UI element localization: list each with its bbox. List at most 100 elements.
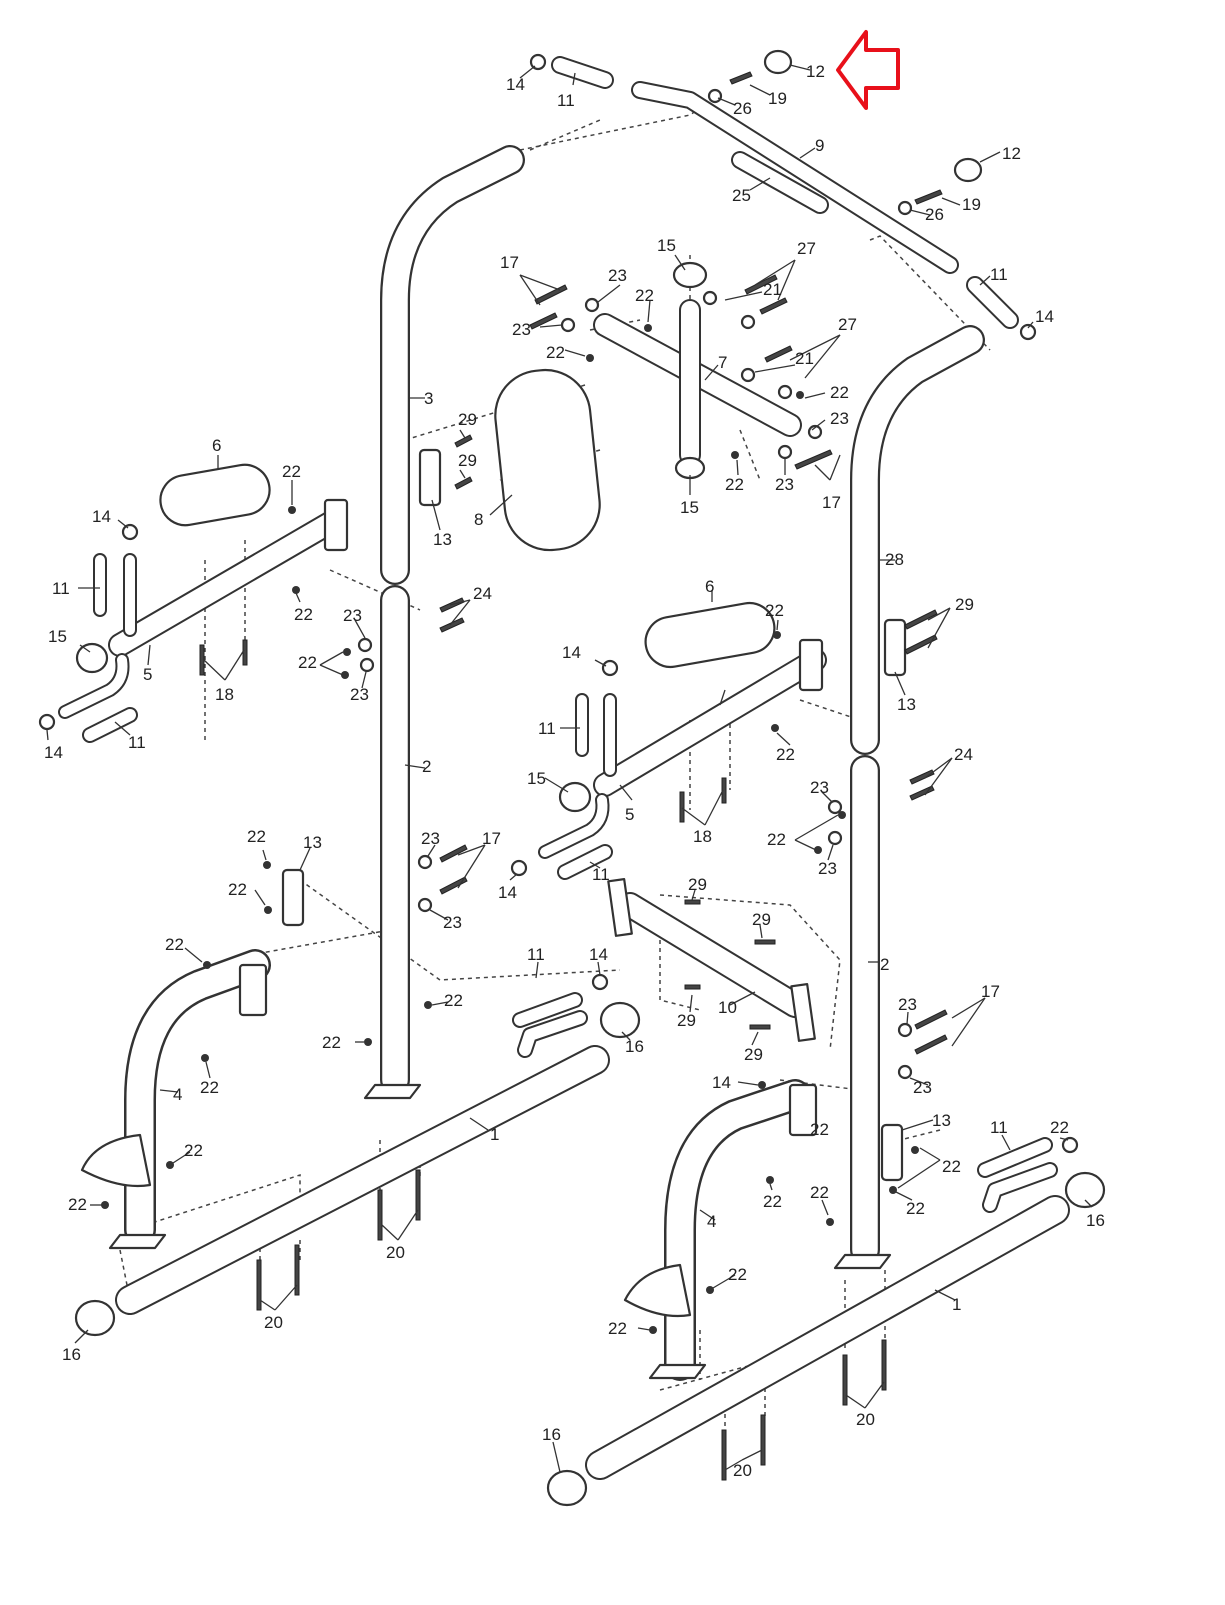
callout-label: 18 bbox=[215, 685, 234, 704]
callout-label: 22 bbox=[294, 605, 313, 624]
callout-label: 27 bbox=[797, 239, 816, 258]
callout-label: 19 bbox=[962, 195, 981, 214]
callout-label: 11 bbox=[538, 719, 556, 738]
callout-label: 22 bbox=[763, 1192, 782, 1211]
callout-label: 16 bbox=[625, 1037, 644, 1056]
callout-label: 21 bbox=[763, 280, 782, 299]
callout-label: 15 bbox=[657, 236, 676, 255]
callout-label: 22 bbox=[1050, 1118, 1069, 1137]
callout-label: 20 bbox=[733, 1461, 752, 1480]
callout-label: 16 bbox=[542, 1425, 561, 1444]
callout-label: 23 bbox=[443, 913, 462, 932]
callout-label: 22 bbox=[635, 286, 654, 305]
callout-label: 23 bbox=[512, 320, 531, 339]
callout-label: 16 bbox=[1086, 1211, 1105, 1230]
callout-label: 24 bbox=[954, 745, 973, 764]
callout-label: 29 bbox=[744, 1045, 763, 1064]
callout-label: 11 bbox=[527, 945, 545, 964]
callout-label: 22 bbox=[228, 880, 247, 899]
callout-label: 23 bbox=[421, 829, 440, 848]
callout-label: 11 bbox=[557, 91, 575, 110]
callout-label: 14 bbox=[1035, 307, 1054, 326]
callout-label: 24 bbox=[473, 584, 492, 603]
callout-label: 22 bbox=[546, 343, 565, 362]
callout-label: 13 bbox=[897, 695, 916, 714]
callout-label: 23 bbox=[818, 859, 837, 878]
callout-label: 15 bbox=[527, 769, 546, 788]
callout-label: 17 bbox=[981, 982, 1000, 1001]
callout-label: 1 bbox=[952, 1295, 961, 1314]
callout-label: 29 bbox=[458, 410, 477, 429]
callout-label: 23 bbox=[343, 606, 362, 625]
callout-label: 14 bbox=[92, 507, 111, 526]
callout-label: 22 bbox=[725, 475, 744, 494]
callout-label: 12 bbox=[806, 62, 825, 81]
callout-label: 21 bbox=[795, 349, 814, 368]
callout-label: 14 bbox=[498, 883, 517, 902]
callout-label: 22 bbox=[776, 745, 795, 764]
callout-label: 13 bbox=[303, 833, 322, 852]
callout-label: 13 bbox=[932, 1111, 951, 1130]
callout-label: 14 bbox=[712, 1073, 731, 1092]
callout-label: 22 bbox=[608, 1319, 627, 1338]
frame-parts bbox=[38, 49, 1106, 1507]
callout-label: 29 bbox=[752, 910, 771, 929]
callout-label: 14 bbox=[44, 743, 63, 762]
callout-label: 27 bbox=[838, 315, 857, 334]
callout-label: 25 bbox=[732, 186, 751, 205]
callout-label: 23 bbox=[830, 409, 849, 428]
callout-label: 22 bbox=[765, 601, 784, 620]
callout-label: 17 bbox=[500, 253, 519, 272]
callout-label: 20 bbox=[856, 1410, 875, 1429]
callout-label: 2 bbox=[880, 955, 889, 974]
callout-label: 23 bbox=[913, 1078, 932, 1097]
callout-label: 22 bbox=[200, 1078, 219, 1097]
callout-label: 22 bbox=[810, 1120, 829, 1139]
callout-label: 22 bbox=[184, 1141, 203, 1160]
callout-label: 23 bbox=[608, 266, 627, 285]
leader-lines bbox=[46, 64, 1093, 1473]
callout-label: 9 bbox=[815, 136, 824, 155]
highlight-arrow-icon bbox=[836, 30, 900, 110]
callout-label: 2 bbox=[422, 757, 431, 776]
callout-label: 17 bbox=[822, 493, 841, 512]
callout-label: 17 bbox=[482, 829, 501, 848]
callout-label: 12 bbox=[1002, 144, 1021, 163]
callout-label: 11 bbox=[990, 265, 1008, 284]
callout-label: 13 bbox=[433, 530, 452, 549]
callout-label: 10 bbox=[718, 998, 737, 1017]
fasteners bbox=[101, 71, 948, 1481]
callout-label: 22 bbox=[728, 1265, 747, 1284]
callout-label: 15 bbox=[680, 498, 699, 517]
callout-label: 15 bbox=[48, 627, 67, 646]
callout-label: 20 bbox=[264, 1313, 283, 1332]
callout-label: 22 bbox=[282, 462, 301, 481]
callout-label: 11 bbox=[52, 579, 70, 598]
callout-label: 16 bbox=[62, 1345, 81, 1364]
callout-label: 11 bbox=[990, 1118, 1008, 1137]
callout-label: 6 bbox=[212, 436, 221, 455]
callout-label: 23 bbox=[775, 475, 794, 494]
callout-label: 28 bbox=[885, 550, 904, 569]
callout-label: 22 bbox=[247, 827, 266, 846]
callout-label: 22 bbox=[942, 1157, 961, 1176]
callout-label: 5 bbox=[143, 665, 152, 684]
callout-label: 29 bbox=[458, 451, 477, 470]
part-callouts: 12 14 11 19 26 9 25 12 26 19 11 14 15 17… bbox=[44, 62, 1105, 1480]
callout-label: 11 bbox=[592, 865, 610, 884]
callout-label: 4 bbox=[707, 1212, 716, 1231]
callout-label: 1 bbox=[490, 1125, 499, 1144]
callout-label: 23 bbox=[810, 778, 829, 797]
callout-label: 14 bbox=[506, 75, 525, 94]
callout-label: 5 bbox=[625, 805, 634, 824]
callout-label: 22 bbox=[322, 1033, 341, 1052]
callout-label: 22 bbox=[444, 991, 463, 1010]
callout-label: 14 bbox=[589, 945, 608, 964]
callout-label: 26 bbox=[733, 99, 752, 118]
callout-label: 29 bbox=[955, 595, 974, 614]
callout-label: 22 bbox=[810, 1183, 829, 1202]
callout-label: 26 bbox=[925, 205, 944, 224]
callout-label: 22 bbox=[68, 1195, 87, 1214]
callout-label: 29 bbox=[688, 875, 707, 894]
